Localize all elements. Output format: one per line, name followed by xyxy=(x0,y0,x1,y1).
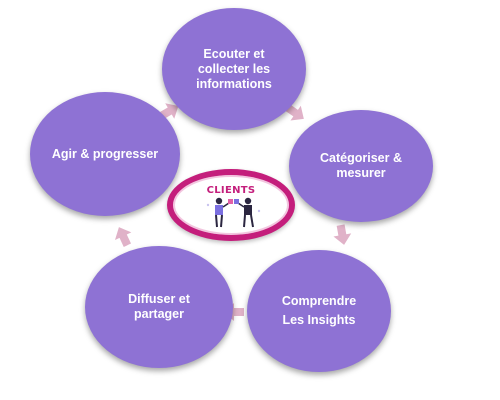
step-comprendre: Comprendre Les Insights xyxy=(247,250,391,372)
step-agir: Agir & progresser xyxy=(30,92,180,216)
two-people-with-puzzle-pieces-icon xyxy=(206,197,261,228)
arrow-categoriser-to-comprendre xyxy=(331,223,353,247)
step-diffuser-line-2: partager xyxy=(133,307,185,321)
center-clients: CLIENTS xyxy=(167,169,295,241)
step-ecouter: Ecouter et collecter les informations xyxy=(162,8,306,130)
step-ecouter-line-2: collecter les xyxy=(197,61,271,76)
step-categoriser: Catégoriser & mesurer xyxy=(289,110,433,222)
step-agir-line-1: Agir & progresser xyxy=(51,146,159,161)
step-comprendre-line-1: Comprendre xyxy=(281,294,357,308)
center-clients-label: CLIENTS xyxy=(206,185,256,196)
step-ecouter-line-1: Ecouter et xyxy=(203,46,265,61)
step-diffuser: Diffuser et partager xyxy=(85,246,233,368)
step-categoriser-line-2: mesurer xyxy=(336,166,386,180)
step-ecouter-line-3: informations xyxy=(196,76,272,91)
step-categoriser-line-1: Catégoriser & xyxy=(320,151,402,165)
step-diffuser-line-1: Diffuser et xyxy=(128,292,190,306)
arrow-diffuser-to-agir xyxy=(110,223,136,250)
step-comprendre-line-2: Les Insights xyxy=(282,313,356,327)
